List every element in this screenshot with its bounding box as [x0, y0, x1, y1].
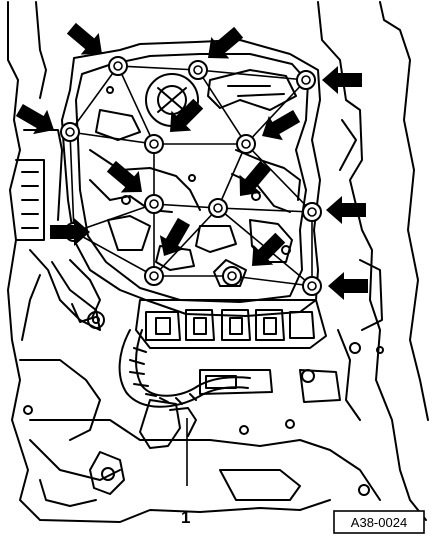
drawing-outline — [7, 1, 429, 523]
filled-arrow-icon — [170, 98, 204, 132]
bolt-head-icon — [208, 198, 228, 218]
pointer-arrows — [15, 22, 368, 300]
solenoid-connector-strip — [135, 299, 327, 349]
filled-arrow-icon — [262, 109, 301, 141]
bolt-head-icon — [296, 70, 316, 90]
bolt-head-icon — [60, 122, 80, 142]
filled-arrow-icon — [15, 103, 54, 135]
filled-arrow-icon — [328, 272, 368, 300]
bolt-head-icon — [188, 60, 208, 80]
bolt-head-icon — [144, 194, 164, 214]
filled-arrow-icon — [106, 160, 142, 193]
filled-arrow-icon — [159, 217, 191, 256]
bolt-head-icon — [144, 134, 164, 154]
bolt-head-icon — [302, 202, 322, 222]
bolt-head-icon — [108, 56, 128, 76]
callout-number-label: 1 — [181, 508, 190, 527]
reference-code-box — [333, 510, 425, 534]
filled-arrow-icon — [66, 22, 102, 55]
filled-arrow-icon — [239, 160, 272, 196]
filled-arrow-icon — [326, 196, 366, 224]
bolt-head-icon — [236, 134, 256, 154]
left-casing-outline — [7, 1, 331, 523]
filled-arrow-icon — [50, 218, 90, 246]
filled-arrow-icon — [208, 26, 244, 59]
bolt-head-icon — [144, 266, 164, 286]
bolt-head-icon — [302, 276, 322, 296]
filled-arrow-icon — [252, 232, 286, 266]
filled-arrow-icon — [322, 66, 362, 94]
bolt-head-icon — [222, 266, 242, 286]
reference-code-label: A38-0024 — [351, 515, 407, 530]
